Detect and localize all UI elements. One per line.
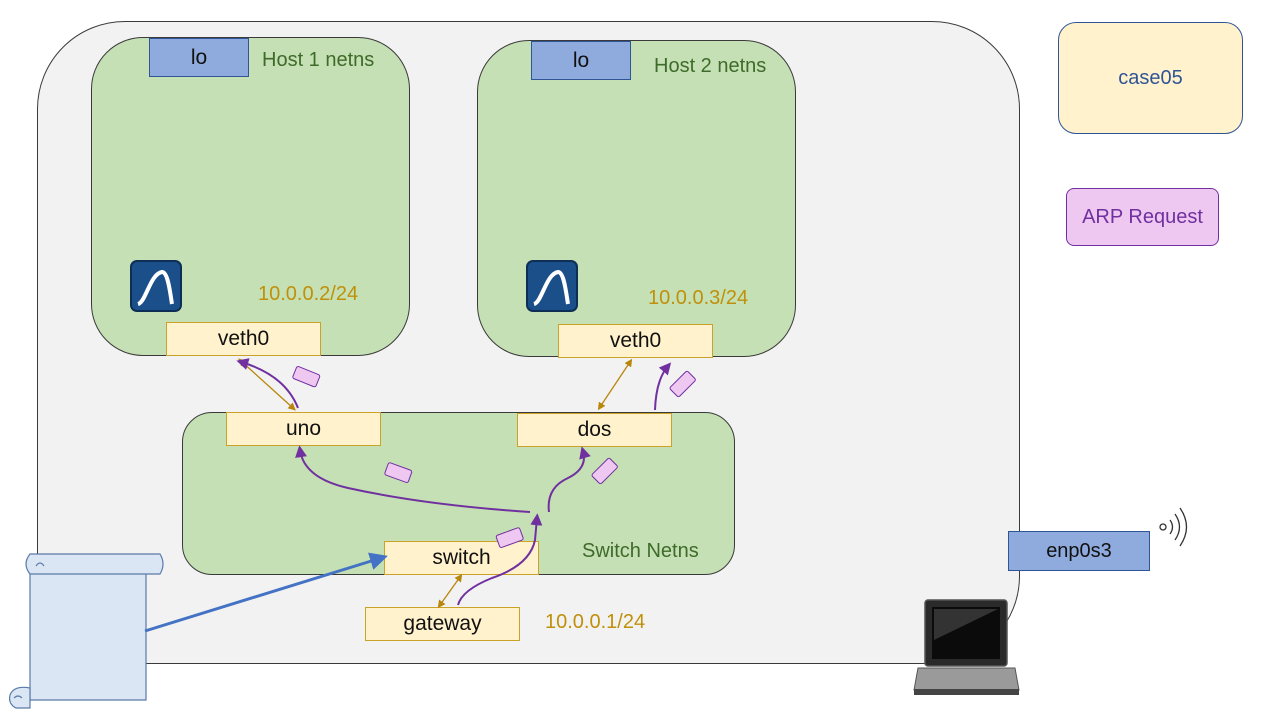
arp-request-legend: ARP Request (1066, 188, 1219, 246)
case-label: case05 (1058, 22, 1243, 134)
switch-port-dos: dos (517, 413, 672, 447)
packet-icon (384, 462, 413, 483)
packet-icon (669, 370, 696, 398)
host2-namespace-title: Host 2 netns (654, 55, 767, 77)
host2-lo-interface: lo (531, 41, 631, 80)
switch-namespace-title: Switch Netns (582, 540, 699, 562)
laptop-icon (913, 599, 1020, 695)
host2-veth0-interface: veth0 (558, 324, 713, 358)
packet-path-switch-to-uno (295, 445, 531, 513)
link-arrow-host2-dos (597, 358, 633, 411)
gateway-interface: gateway (365, 607, 520, 641)
wireless-signal-icon (1159, 507, 1188, 547)
host1-ip-label: 10.0.0.2/24 (258, 283, 359, 305)
scroll-icon (9, 553, 164, 709)
link-arrow-switch-gateway (437, 573, 463, 609)
packet-path-dos-to-host2 (654, 362, 672, 411)
host2-ip-label: 10.0.0.3/24 (648, 287, 749, 309)
xdp-attach-arrow (144, 552, 388, 633)
packet-icon (591, 457, 618, 485)
packet-path-switch-to-dos (547, 446, 591, 513)
switch-port-uno: uno (226, 412, 381, 446)
wireshark-icon (526, 260, 578, 312)
enp0s3-interface: enp0s3 (1008, 531, 1150, 571)
packet-icon (495, 527, 524, 548)
packet-path-uno-to-host1 (236, 358, 299, 409)
link-arrow-host1-uno (238, 358, 296, 411)
host1-veth0-interface: veth0 (166, 322, 321, 356)
packet-path-gateway-to-switch (457, 513, 543, 606)
host1-namespace-title: Host 1 netns (262, 49, 375, 71)
gateway-ip-label: 10.0.0.1/24 (545, 611, 646, 633)
wireshark-icon (130, 260, 182, 312)
host1-lo-interface: lo (149, 38, 249, 77)
packet-icon (292, 366, 321, 388)
